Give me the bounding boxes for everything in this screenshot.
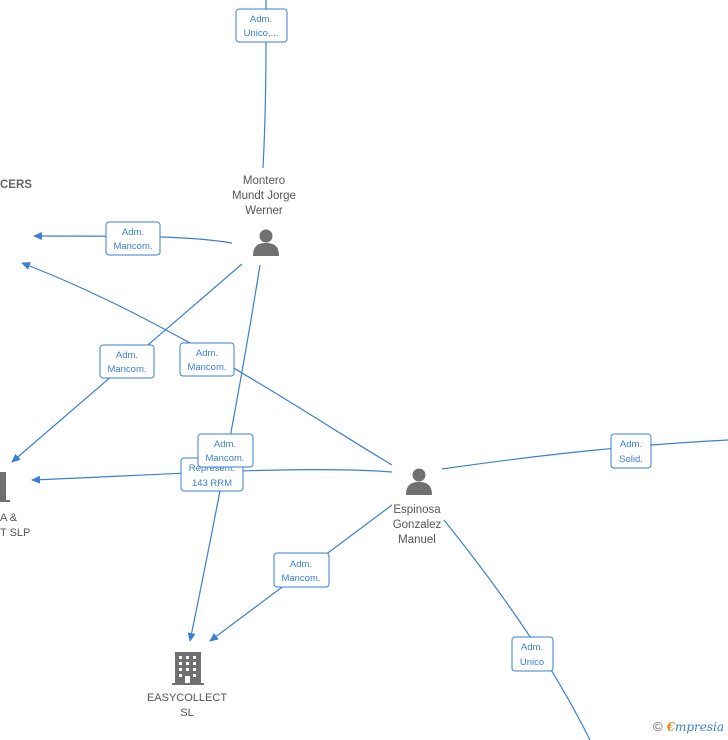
empresia-logo: ©€mpresia [653,719,724,734]
node-left-company[interactable]: A & T SLP [0,472,30,539]
relation-label: Adm. [122,227,144,238]
node-left-top[interactable]: CERS [0,179,32,191]
person-icon [406,468,432,495]
relation-label: Adm. [214,439,236,450]
relation-box-espinosa-topleft[interactable]: Adm. Mancom. [179,342,235,377]
node-montero[interactable]: Montero Mundt Jorge Werner [232,175,296,256]
node-label: Espinosa [393,504,441,516]
node-label: Manuel [398,534,436,546]
relation-label: Represent. [189,463,235,474]
relation-label: 143 RRM [192,478,232,489]
relation-box-espinosa-easy[interactable]: Adm. Mancom. [273,552,330,588]
relation-label: Mancom. [107,364,146,375]
relation-box-espinosa-bottom[interactable]: Adm. Unico [511,636,554,672]
node-label: Gonzalez [393,519,442,531]
relation-box-montero-easy[interactable]: Adm. Mancom. [197,433,254,468]
node-label: Montero [243,175,285,187]
relation-label: Unico [520,657,544,668]
relation-label: Adm. [620,439,642,450]
node-easycollect[interactable]: EASYCOLLECT SL [147,652,227,719]
relation-box-montero-left[interactable]: Adm. Mancom. [105,221,161,256]
relation-label: Adm. [290,559,312,570]
relation-box-espinosa-right[interactable]: Adm. Solid. [610,433,652,469]
node-label: Werner [245,205,283,217]
node-espinosa[interactable]: Espinosa Gonzalez Manuel [393,468,442,547]
node-label: Mundt Jorge [232,190,296,202]
relation-label: Adm. [521,642,543,653]
relation-label: Adm. [116,350,138,361]
brand-name: mpresia [674,720,724,734]
relation-box-top[interactable]: Adm. Unico,... [235,8,288,43]
edge-top-montero [262,0,267,169]
node-label: CERS [0,179,32,191]
relation-label: Solid. [619,454,643,465]
person-icon [253,229,279,256]
relation-label: Mancom. [281,573,320,584]
building-icon [0,472,10,502]
building-icon [172,652,204,685]
relation-label: Adm. [250,14,272,25]
relation-label: Adm. [196,348,218,359]
copyright-icon: © [652,719,663,734]
node-label: EASYCOLLECT [147,692,227,704]
node-label: SL [180,707,193,719]
relation-label: Mancom. [205,453,244,464]
relation-label: Mancom. [113,241,152,252]
relation-box-montero-slp[interactable]: Adm. Mancom. [99,344,155,379]
relation-label: Mancom. [187,362,226,373]
brand-letter: € [666,720,675,734]
relation-label: Unico,... [244,28,279,39]
edge-espinosa-right [441,439,728,470]
node-label: T SLP [0,527,30,539]
edge-espinosa-bottom [443,519,591,740]
node-label: A & [0,512,18,524]
